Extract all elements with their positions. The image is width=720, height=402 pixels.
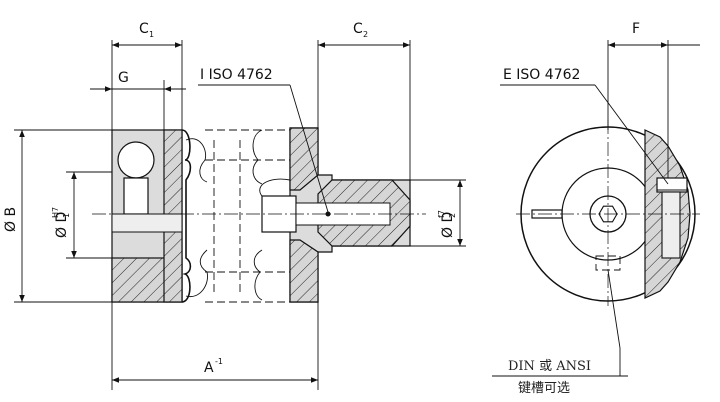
bellows <box>181 129 290 303</box>
d2-sup: f7 <box>437 210 446 218</box>
d1-label: Ø D <box>54 212 70 238</box>
e-iso-leader: E ISO 4762 <box>500 67 669 185</box>
c1-label: C <box>139 21 149 37</box>
a-label: A <box>204 360 214 376</box>
d2-label: Ø D <box>440 212 456 238</box>
d2-sub: 2 <box>448 213 457 218</box>
side-view <box>92 127 426 303</box>
keyway-note: DIN 或 ANSI 键槽可选 <box>492 269 628 396</box>
clamp-screw-shank <box>123 177 149 215</box>
c1-sub: 1 <box>149 30 154 39</box>
i-iso-label: I ISO 4762 <box>200 67 273 83</box>
dimensions: C 1 G C 2 I ISO 4762 Ø B Ø D 1 H7 <box>3 21 466 390</box>
d1-sup: H7 <box>51 207 60 218</box>
b-label: Ø B <box>3 207 19 232</box>
e-iso-label: E ISO 4762 <box>503 67 580 83</box>
keyway-line1: DIN 或 ANSI <box>508 359 591 374</box>
front-view <box>516 40 700 306</box>
a-sup: -1 <box>215 357 223 366</box>
c2-label: C <box>353 21 363 37</box>
d1-sub: 1 <box>62 213 71 218</box>
c2-sub: 2 <box>363 30 368 39</box>
clamp-screw-head <box>117 141 155 179</box>
dimension-f: F <box>608 21 700 48</box>
f-label: F <box>632 21 640 37</box>
keyway-line2: 键槽可选 <box>518 381 570 396</box>
g-label: G <box>118 70 129 86</box>
e-screw-shank <box>661 191 681 259</box>
